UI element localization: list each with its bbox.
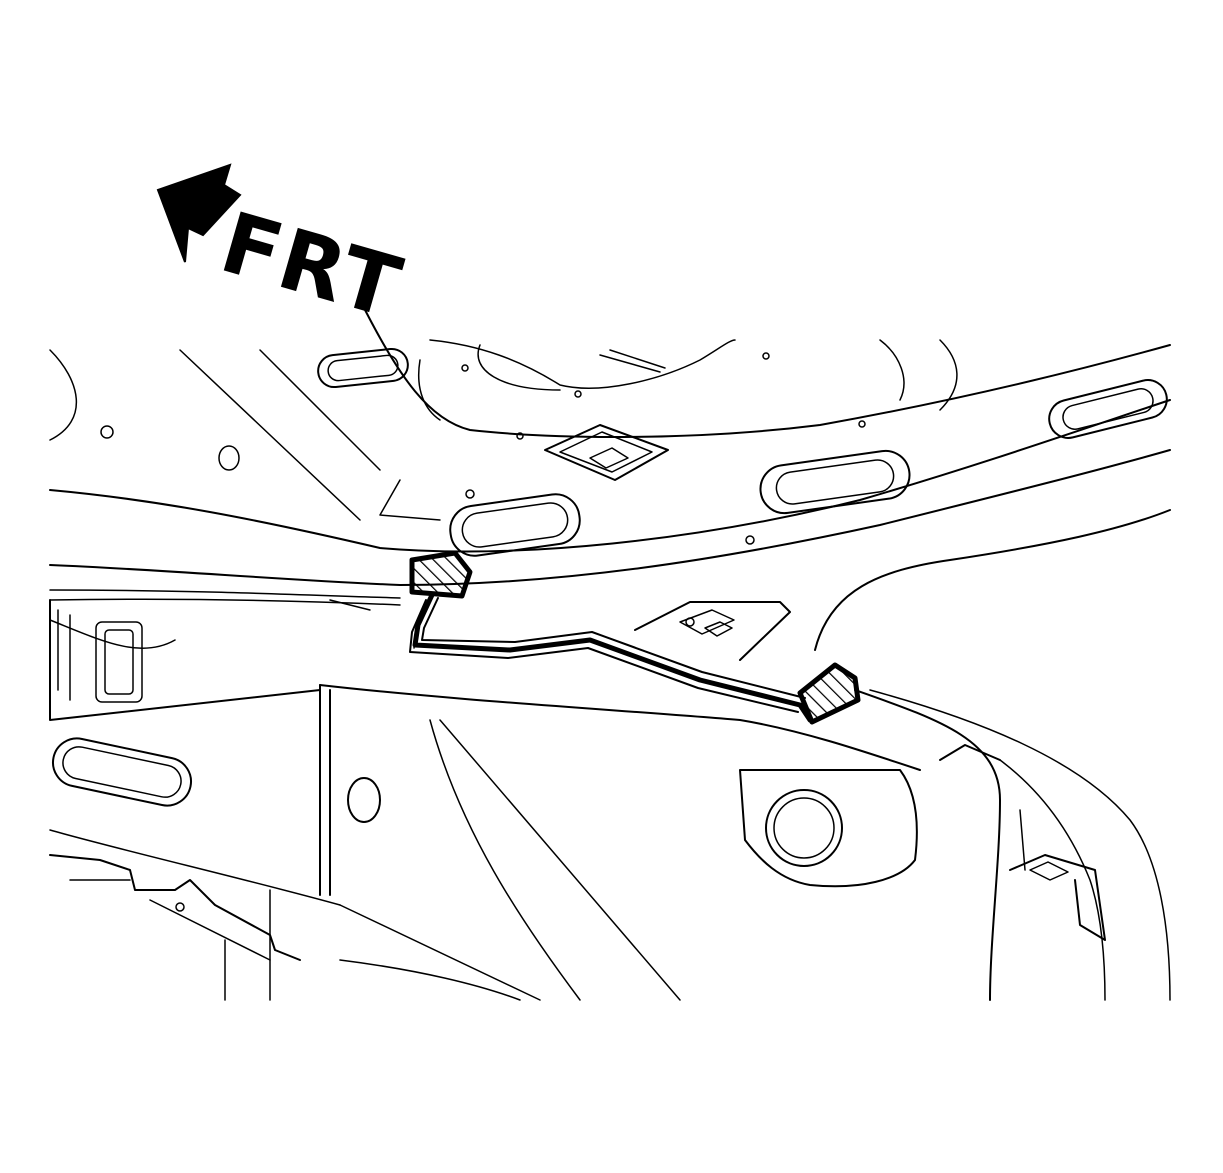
sealer-pad-left — [409, 550, 473, 599]
lower-center-panel — [319, 684, 921, 1001]
front-arrow-icon — [156, 163, 242, 263]
sealer-pad-right — [797, 662, 861, 725]
seam-sealer-path — [409, 550, 861, 725]
upper-structure — [379, 339, 958, 521]
lower-left-panel — [49, 599, 341, 1001]
wheelhouse-area — [814, 509, 1171, 1001]
upper-panel — [49, 299, 1171, 611]
